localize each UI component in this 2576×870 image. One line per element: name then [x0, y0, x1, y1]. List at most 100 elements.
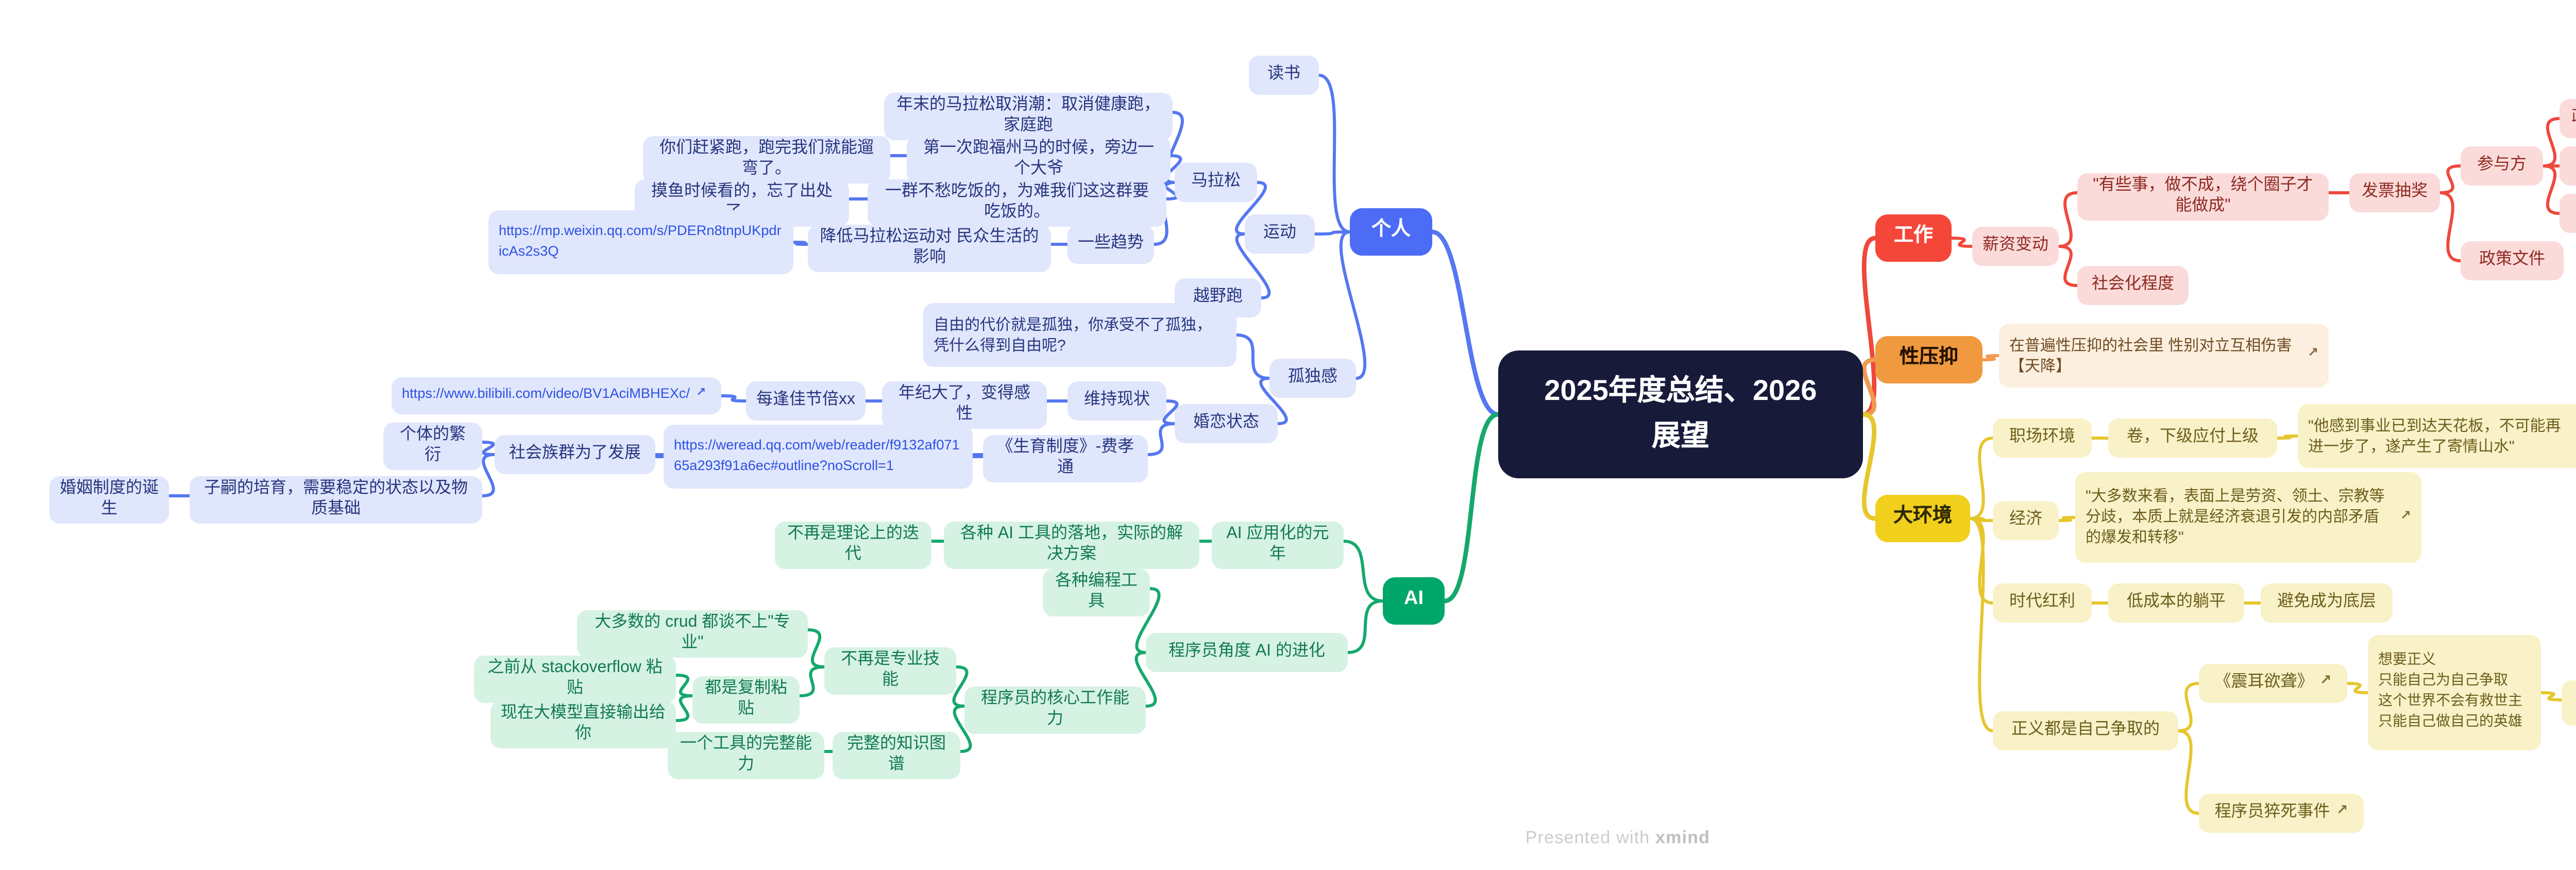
topic-buyaojiang-label: 不要讲什么，中国企业都不遵守劳动法	[2572, 682, 2576, 724]
topic-ai-label: AI	[1404, 588, 1423, 611]
topic-zhengce-label: 政策文件	[2479, 250, 2545, 269]
topic-xiaofeizhe[interactable]: 消费者	[2560, 146, 2576, 186]
topic-stackoverflow[interactable]: 之前从 stackoverflow 粘贴	[474, 656, 676, 703]
topic-juan[interactable]: 卷，下级应付上级	[2108, 419, 2277, 458]
topic-yixiequshi[interactable]: 一些趋势	[1067, 225, 1154, 264]
connector-dahuanjing-zhichang	[1969, 437, 1994, 520]
topic-zhengyi-label: 正义都是自己争取的	[2011, 720, 2160, 739]
topic-buzhuanye[interactable]: 不再是专业技能	[824, 647, 956, 695]
topic-laozi[interactable]: "大多数来看，表面上是劳资、领土、宗教等分歧，本质上就是经济衰退引发的内部矛盾的…	[2075, 472, 2421, 563]
topic-nianji[interactable]: 年纪大了，变得感性	[882, 381, 1047, 429]
topic-central[interactable]: 2025年度总结、2026 展望	[1498, 350, 1863, 478]
topic-hexin[interactable]: 程序员的核心工作能力	[964, 687, 1146, 734]
topic-ai[interactable]: AI	[1383, 577, 1445, 625]
topic-nimen[interactable]: 你们赶紧跑，跑完我们就能遛弯了。	[643, 136, 890, 183]
topic-xiangyao[interactable]: 想要正义 只能自己为自己争取 这个世界不会有救世主 只能自己做自己的英雄	[2368, 635, 2541, 750]
topic-geren[interactable]: 个人	[1350, 208, 1432, 256]
topic-hunyin[interactable]: 婚姻制度的诞生	[49, 476, 169, 524]
topic-weichi[interactable]: 维持现状	[1067, 381, 1166, 421]
topic-jingji[interactable]: 经济	[1993, 501, 2059, 540]
connector-jinhua-hexin	[1134, 651, 1157, 708]
topic-yiqun-label: 一群不愁吃饭的，为难我们这这群要吃饭的。	[885, 181, 1149, 222]
topic-shangjia[interactable]: 商家	[2560, 194, 2576, 233]
topic-diceng[interactable]: 避免成为底层	[2261, 583, 2393, 623]
topic-shengyu[interactable]: 《生育制度》-费孝通	[983, 435, 1148, 482]
connector-ai-yuannian	[1342, 540, 1384, 603]
topic-tangping[interactable]: 低成本的躺平	[2108, 583, 2244, 623]
external-link-icon[interactable]: ↗	[2319, 674, 2332, 689]
topic-youxieshi[interactable]: "有些事，做不成，绕个圈子才能做成"	[2077, 173, 2329, 221]
topic-jinhua[interactable]: 程序员角度 AI 的进化	[1146, 633, 1348, 672]
connector-xiangyao-buyaojiang	[2539, 691, 2563, 701]
external-link-icon[interactable]: ↗	[2307, 347, 2318, 362]
topic-central-label: 2025年度总结、2026 展望	[1544, 374, 1817, 451]
topic-gongju[interactable]: 一个工具的完整能力	[668, 732, 824, 779]
topic-zhengyi[interactable]: 正义都是自己争取的	[1993, 711, 2178, 750]
external-link-icon[interactable]: ↗	[696, 388, 706, 400]
topic-fuzhi[interactable]: 都是复制粘贴	[692, 676, 800, 724]
topic-yundong[interactable]: 运动	[1245, 214, 1315, 254]
connector-xinzi-shehuihua	[2057, 245, 2079, 287]
topic-damoxing[interactable]: 现在大模型直接输出给你	[490, 701, 676, 748]
topic-zheneryulong-label: 《震耳欲聋》	[2214, 673, 2314, 692]
topic-geti[interactable]: 个体的繁衍	[383, 423, 482, 470]
topic-xinzi[interactable]: 薪资变动	[1972, 227, 2059, 266]
topic-jinhua-label: 程序员角度 AI 的进化	[1168, 642, 1325, 661]
topic-nimen-label: 你们赶紧跑，跑完我们就能遛弯了。	[659, 138, 874, 178]
external-link-icon[interactable]: ↗	[2336, 804, 2348, 819]
topic-diyici[interactable]: 第一次跑福州马的时候，旁边一个大爷	[907, 136, 1171, 183]
topic-weread_url[interactable]: https://weread.qq.com/web/reader/f9132af…	[664, 425, 973, 489]
topic-gezhong[interactable]: 各种 AI 工具的落地，实际的解决方案	[944, 522, 1199, 569]
topic-gudugan[interactable]: 孤独感	[1269, 359, 1356, 398]
topic-zhengce[interactable]: 政策文件	[2461, 241, 2564, 280]
topic-gongzuo[interactable]: 工作	[1875, 214, 1952, 262]
topic-tupu-label: 完整的知识图谱	[847, 734, 946, 774]
topic-xingyayi[interactable]: 性压抑	[1875, 336, 1982, 383]
topic-dushu[interactable]: 读书	[1249, 56, 1319, 95]
connector-gudugan-ziyou	[1235, 333, 1271, 380]
connector-zhengyi-cusi	[2177, 729, 2200, 815]
topic-zisi[interactable]: 子嗣的培育，需要稳定的状态以及物质基础	[190, 476, 482, 524]
topic-zhengfu[interactable]: 政府/税务部门	[2560, 99, 2576, 138]
topic-crud[interactable]: 大多数的 crud 都谈不上"专业"	[577, 610, 808, 658]
connector-zhengyi-zheneryulong	[2177, 682, 2200, 732]
topic-weixin_url[interactable]: https://mp.weixin.qq.com/s/PDERn8tnpUKpd…	[488, 210, 793, 274]
topic-canyufang[interactable]: 参与方	[2461, 146, 2543, 186]
connector-shehui-zisi	[481, 453, 496, 497]
topic-zheneryulong[interactable]: 《震耳欲聋》 ↗	[2199, 664, 2347, 703]
connector-dahuanjing-jingji	[1969, 517, 1994, 522]
topic-cusi[interactable]: 程序员猝死事件↗	[2199, 794, 2364, 833]
connector-hunlian-shengyu	[1146, 422, 1176, 456]
topic-zhengfu-label: 政府/税务部门	[2572, 108, 2576, 129]
topic-budaishi[interactable]: 不再是理论上的迭代	[775, 522, 931, 569]
topic-zhichang-label: 职场环境	[2009, 427, 2075, 446]
topic-diyici-label: 第一次跑福州马的时候，旁边一个大爷	[923, 138, 1154, 178]
topic-tupu[interactable]: 完整的知识图谱	[833, 732, 960, 779]
topic-biancheng[interactable]: 各种编程工具	[1043, 569, 1150, 616]
topic-weixin_url-label: https://mp.weixin.qq.com/s/PDERn8tnpUKpd…	[499, 225, 782, 259]
topic-yuannian[interactable]: AI 应用化的元年	[1212, 522, 1344, 569]
topic-puban[interactable]: 在普遍性压抑的社会里 性别对立互相伤害【天降】↗	[1999, 324, 2329, 388]
topic-zhichang[interactable]: 职场环境	[1993, 419, 2092, 458]
topic-shehui[interactable]: 社会族群为了发展	[495, 435, 655, 474]
topic-hunlian[interactable]: 婚恋状态	[1175, 404, 1278, 443]
topic-buyaojiang[interactable]: 不要讲什么，中国企业都不遵守劳动法	[2562, 680, 2576, 727]
connector-zheneryulong-xiangyao	[2346, 682, 2369, 694]
topic-shengyu-label: 《生育制度》-费孝通	[996, 437, 1134, 477]
topic-ziyou[interactable]: 自由的代价就是孤独，你承受不了孤独，凭什么得到自由呢?	[923, 303, 1236, 367]
connector-dahuanjing-zhengyi	[1969, 517, 1994, 732]
topic-yiqun[interactable]: 一群不愁吃饭的，为难我们这这群要吃饭的。	[868, 179, 1166, 227]
topic-bilibili_url[interactable]: https://www.bilibili.com/video/BV1AciMBH…	[392, 377, 721, 414]
topic-shehuihua[interactable]: 社会化程度	[2077, 266, 2189, 305]
external-link-icon[interactable]: ↗	[2400, 509, 2411, 524]
topic-tianhuaban[interactable]: "他感到事业已到达天花板，不可能再进一步了，遂产生了寄情山水"↗	[2298, 404, 2576, 468]
topic-dahuanjing[interactable]: 大环境	[1875, 495, 1970, 542]
topic-jiangdi[interactable]: 降低马拉松运动对 民众生活的影响	[808, 225, 1051, 272]
topic-malasong[interactable]: 马拉松	[1175, 163, 1257, 202]
topic-fapiao[interactable]: 发票抽奖	[2349, 173, 2440, 212]
topic-shidai[interactable]: 时代红利	[1993, 583, 2092, 623]
topic-meifeng[interactable]: 每逢佳节倍xx	[746, 381, 866, 421]
topic-nianmo[interactable]: 年末的马拉松取消潮：取消健康跑，家庭跑	[884, 93, 1173, 140]
topic-nianji-label: 年纪大了，变得感性	[899, 383, 1030, 424]
